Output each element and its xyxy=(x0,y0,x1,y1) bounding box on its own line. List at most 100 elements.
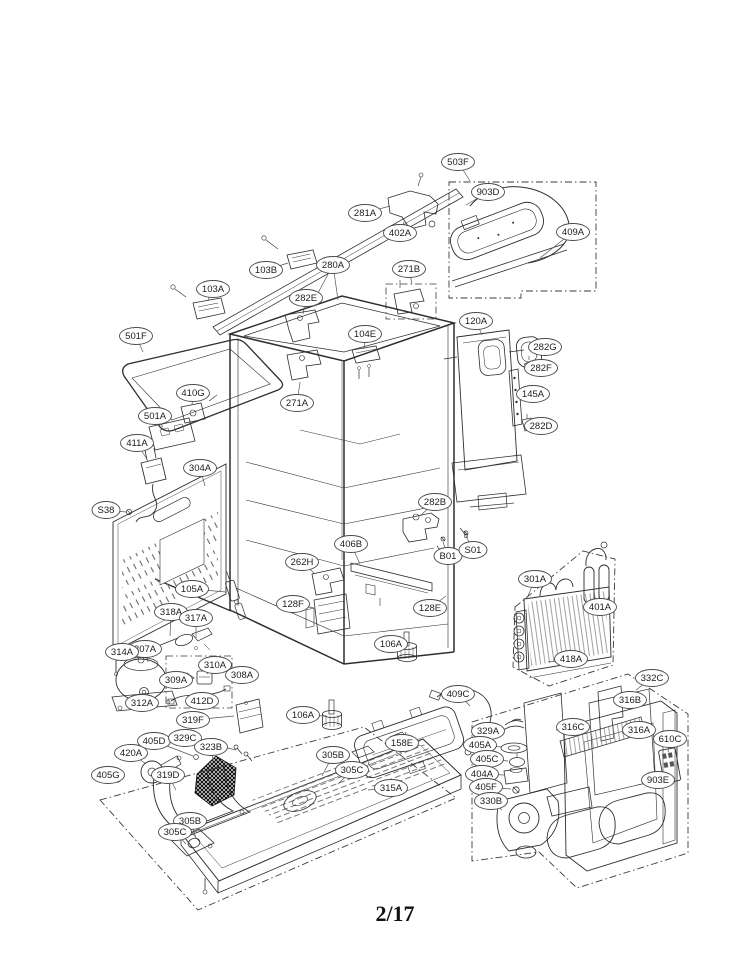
callout-401a: 401A xyxy=(583,595,617,616)
callout-label: 418A xyxy=(560,654,583,665)
callout-bubble xyxy=(335,761,369,779)
callout-281a: 281A xyxy=(348,204,391,222)
callout-405g: 405G xyxy=(91,766,125,784)
callout-label: 301A xyxy=(524,574,547,585)
callout-label: 282E xyxy=(295,293,317,304)
callout-409c: 409C xyxy=(441,685,475,707)
callout-bubble xyxy=(392,260,426,278)
callout-282e: 282E xyxy=(289,289,323,315)
callout-503f: 503F xyxy=(441,153,475,182)
callout-bubble xyxy=(120,434,154,452)
callout-329c: 329C xyxy=(168,729,237,751)
callout-bubble xyxy=(413,599,447,617)
callout-103b: 103B xyxy=(249,261,289,279)
callout-label: S01 xyxy=(465,545,482,556)
callout-label: 308A xyxy=(231,670,254,681)
callout-405c: 405C xyxy=(470,750,509,768)
callout-315a: 315A xyxy=(367,779,408,797)
rail-406b xyxy=(350,562,433,606)
callout-bubble xyxy=(374,779,408,797)
callout-410g: 410G xyxy=(176,384,210,406)
callout-bubble xyxy=(179,609,213,627)
callout-label: 316C xyxy=(562,722,585,733)
callout-label: 412D xyxy=(191,696,214,707)
callout-label: 106A xyxy=(380,639,403,650)
callout-330b: 330B xyxy=(474,792,508,811)
callout-405d: 405D xyxy=(137,732,194,757)
callout-label: 405A xyxy=(469,740,492,751)
callout-label: 282D xyxy=(530,421,553,432)
callout-bubble xyxy=(554,650,588,668)
callout-316b: 316B xyxy=(613,691,647,709)
callout-bubble xyxy=(194,738,228,756)
duct-panel-120a xyxy=(443,318,527,511)
callout-label: 305B xyxy=(322,750,344,761)
callout-bubble xyxy=(622,721,656,739)
cabinet-drawing xyxy=(154,295,457,665)
callout-bubble xyxy=(176,711,210,729)
callout-bubble xyxy=(556,223,590,241)
callout-bubble xyxy=(289,289,323,307)
callout-label: 305C xyxy=(164,827,187,838)
callout-bubble xyxy=(196,280,230,298)
callout-312a: 312A xyxy=(125,693,159,712)
callout-label: 316B xyxy=(619,695,641,706)
bracket-410g xyxy=(180,394,218,424)
callout-bubble xyxy=(249,261,283,279)
callout-bubble xyxy=(316,746,350,764)
callout-405a: 405A xyxy=(463,736,503,754)
callout-bubble xyxy=(159,671,193,689)
callout-label: 405F xyxy=(475,782,497,793)
callout-bubble xyxy=(474,792,508,810)
callout-bubble xyxy=(524,359,558,377)
callout-308a: 308A xyxy=(225,666,259,684)
callout-106a: 106A xyxy=(374,635,408,653)
callout-bubble xyxy=(374,635,408,653)
callout-332c: 332C xyxy=(635,669,669,691)
drip-tray-158e xyxy=(354,706,465,779)
callout-120a: 120A xyxy=(459,312,493,336)
callout-label: 404A xyxy=(471,769,494,780)
callout-label: 319D xyxy=(157,770,180,781)
callout-label: 145A xyxy=(522,389,545,400)
bracket-262h xyxy=(311,567,345,596)
callout-label: 105A xyxy=(181,584,204,595)
callout-label: 501F xyxy=(125,331,147,342)
callout-610c: 610C xyxy=(653,730,687,753)
callout-bubble xyxy=(524,417,558,435)
callout-bubble xyxy=(433,547,463,565)
page-number: 2/17 xyxy=(375,901,415,926)
callout-305c: 305C xyxy=(158,823,192,845)
callout-label: 332C xyxy=(641,673,664,684)
callout-bubble xyxy=(458,541,488,559)
callout-s01: S01 xyxy=(458,535,488,559)
callout-bubble xyxy=(119,327,153,345)
callout-bubble xyxy=(383,224,417,242)
callout-305b: 305B xyxy=(316,746,350,777)
callout-bubble xyxy=(641,771,675,789)
callout-label: 305B xyxy=(179,816,201,827)
condenser-coil-323b xyxy=(194,755,237,807)
callout-s38: S38 xyxy=(91,501,127,519)
callout-158e: 158E xyxy=(385,731,419,752)
callout-903e: 903E xyxy=(641,771,675,789)
callout-411a: 411A xyxy=(120,434,154,462)
control-box-128f xyxy=(305,593,351,635)
bracket-104e xyxy=(351,345,381,379)
callout-319f: 319F xyxy=(176,711,235,729)
hinge-271a xyxy=(286,349,322,381)
callout-bubble xyxy=(471,183,505,201)
callout-319d: 319D xyxy=(151,766,185,791)
callout-104e: 104E xyxy=(348,325,382,350)
cover-103a xyxy=(170,284,226,320)
callout-label: 280A xyxy=(322,260,345,271)
callout-label: 401A xyxy=(589,602,612,613)
callout-bubble xyxy=(385,734,419,752)
callout-305c: 305C xyxy=(335,761,369,785)
callout-404a: 404A xyxy=(465,765,505,783)
callout-903d: 903D xyxy=(465,183,505,206)
callout-bubble xyxy=(168,729,202,747)
callout-bubble xyxy=(635,669,669,687)
callout-412d: 412D xyxy=(185,692,219,710)
callout-bubble xyxy=(138,407,172,425)
